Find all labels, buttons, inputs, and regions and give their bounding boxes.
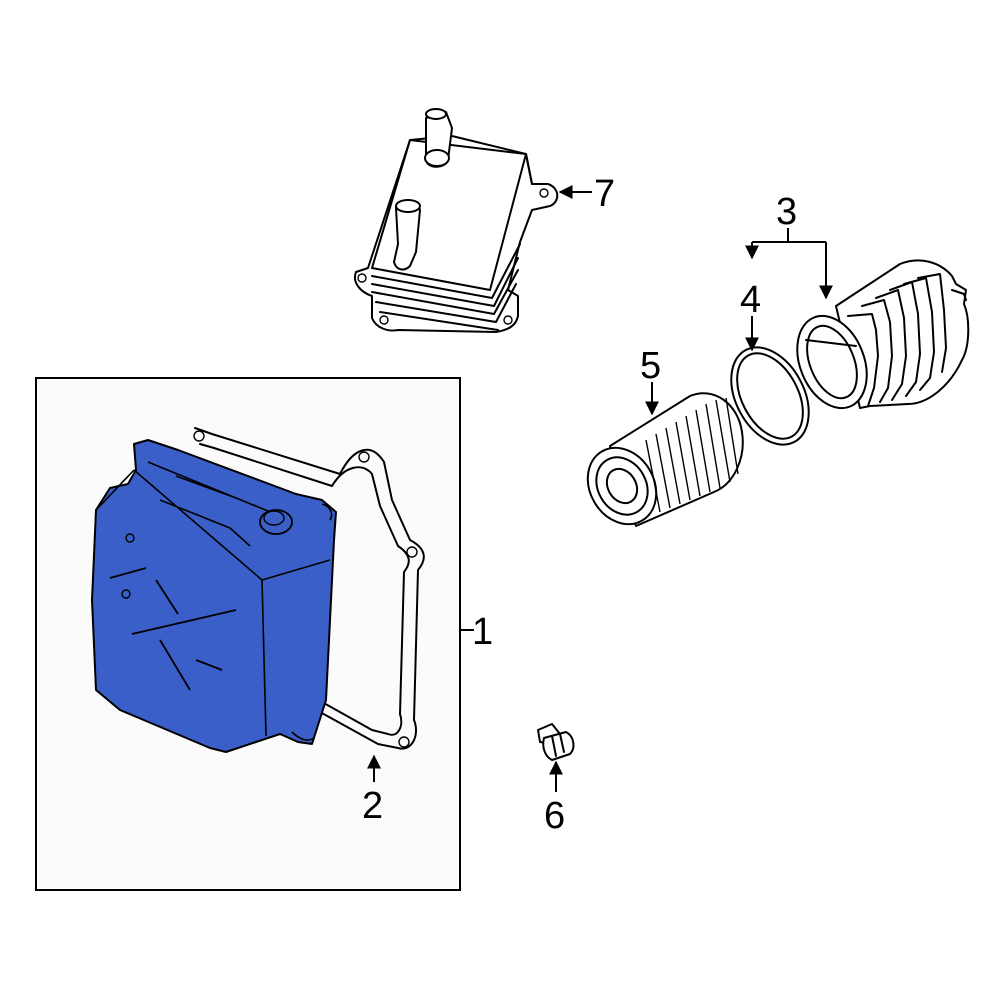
leader-3 [751,228,826,298]
callout-4: 4 [740,279,761,321]
gasket-part[interactable] [193,427,425,750]
callout-6: 6 [544,795,565,837]
filter-housing-part[interactable] [784,259,970,418]
oil-cover-part[interactable] [91,439,337,753]
callout-2: 2 [362,785,383,827]
drain-plug-part[interactable] [537,723,575,761]
leader-lines [367,185,826,792]
filter-element-part[interactable] [574,392,744,536]
callout-7: 7 [594,173,615,215]
callout-3: 3 [776,191,797,233]
callout-1: 1 [472,611,493,653]
callout-5: 5 [640,345,661,387]
oil-cooler-part[interactable] [354,108,559,333]
